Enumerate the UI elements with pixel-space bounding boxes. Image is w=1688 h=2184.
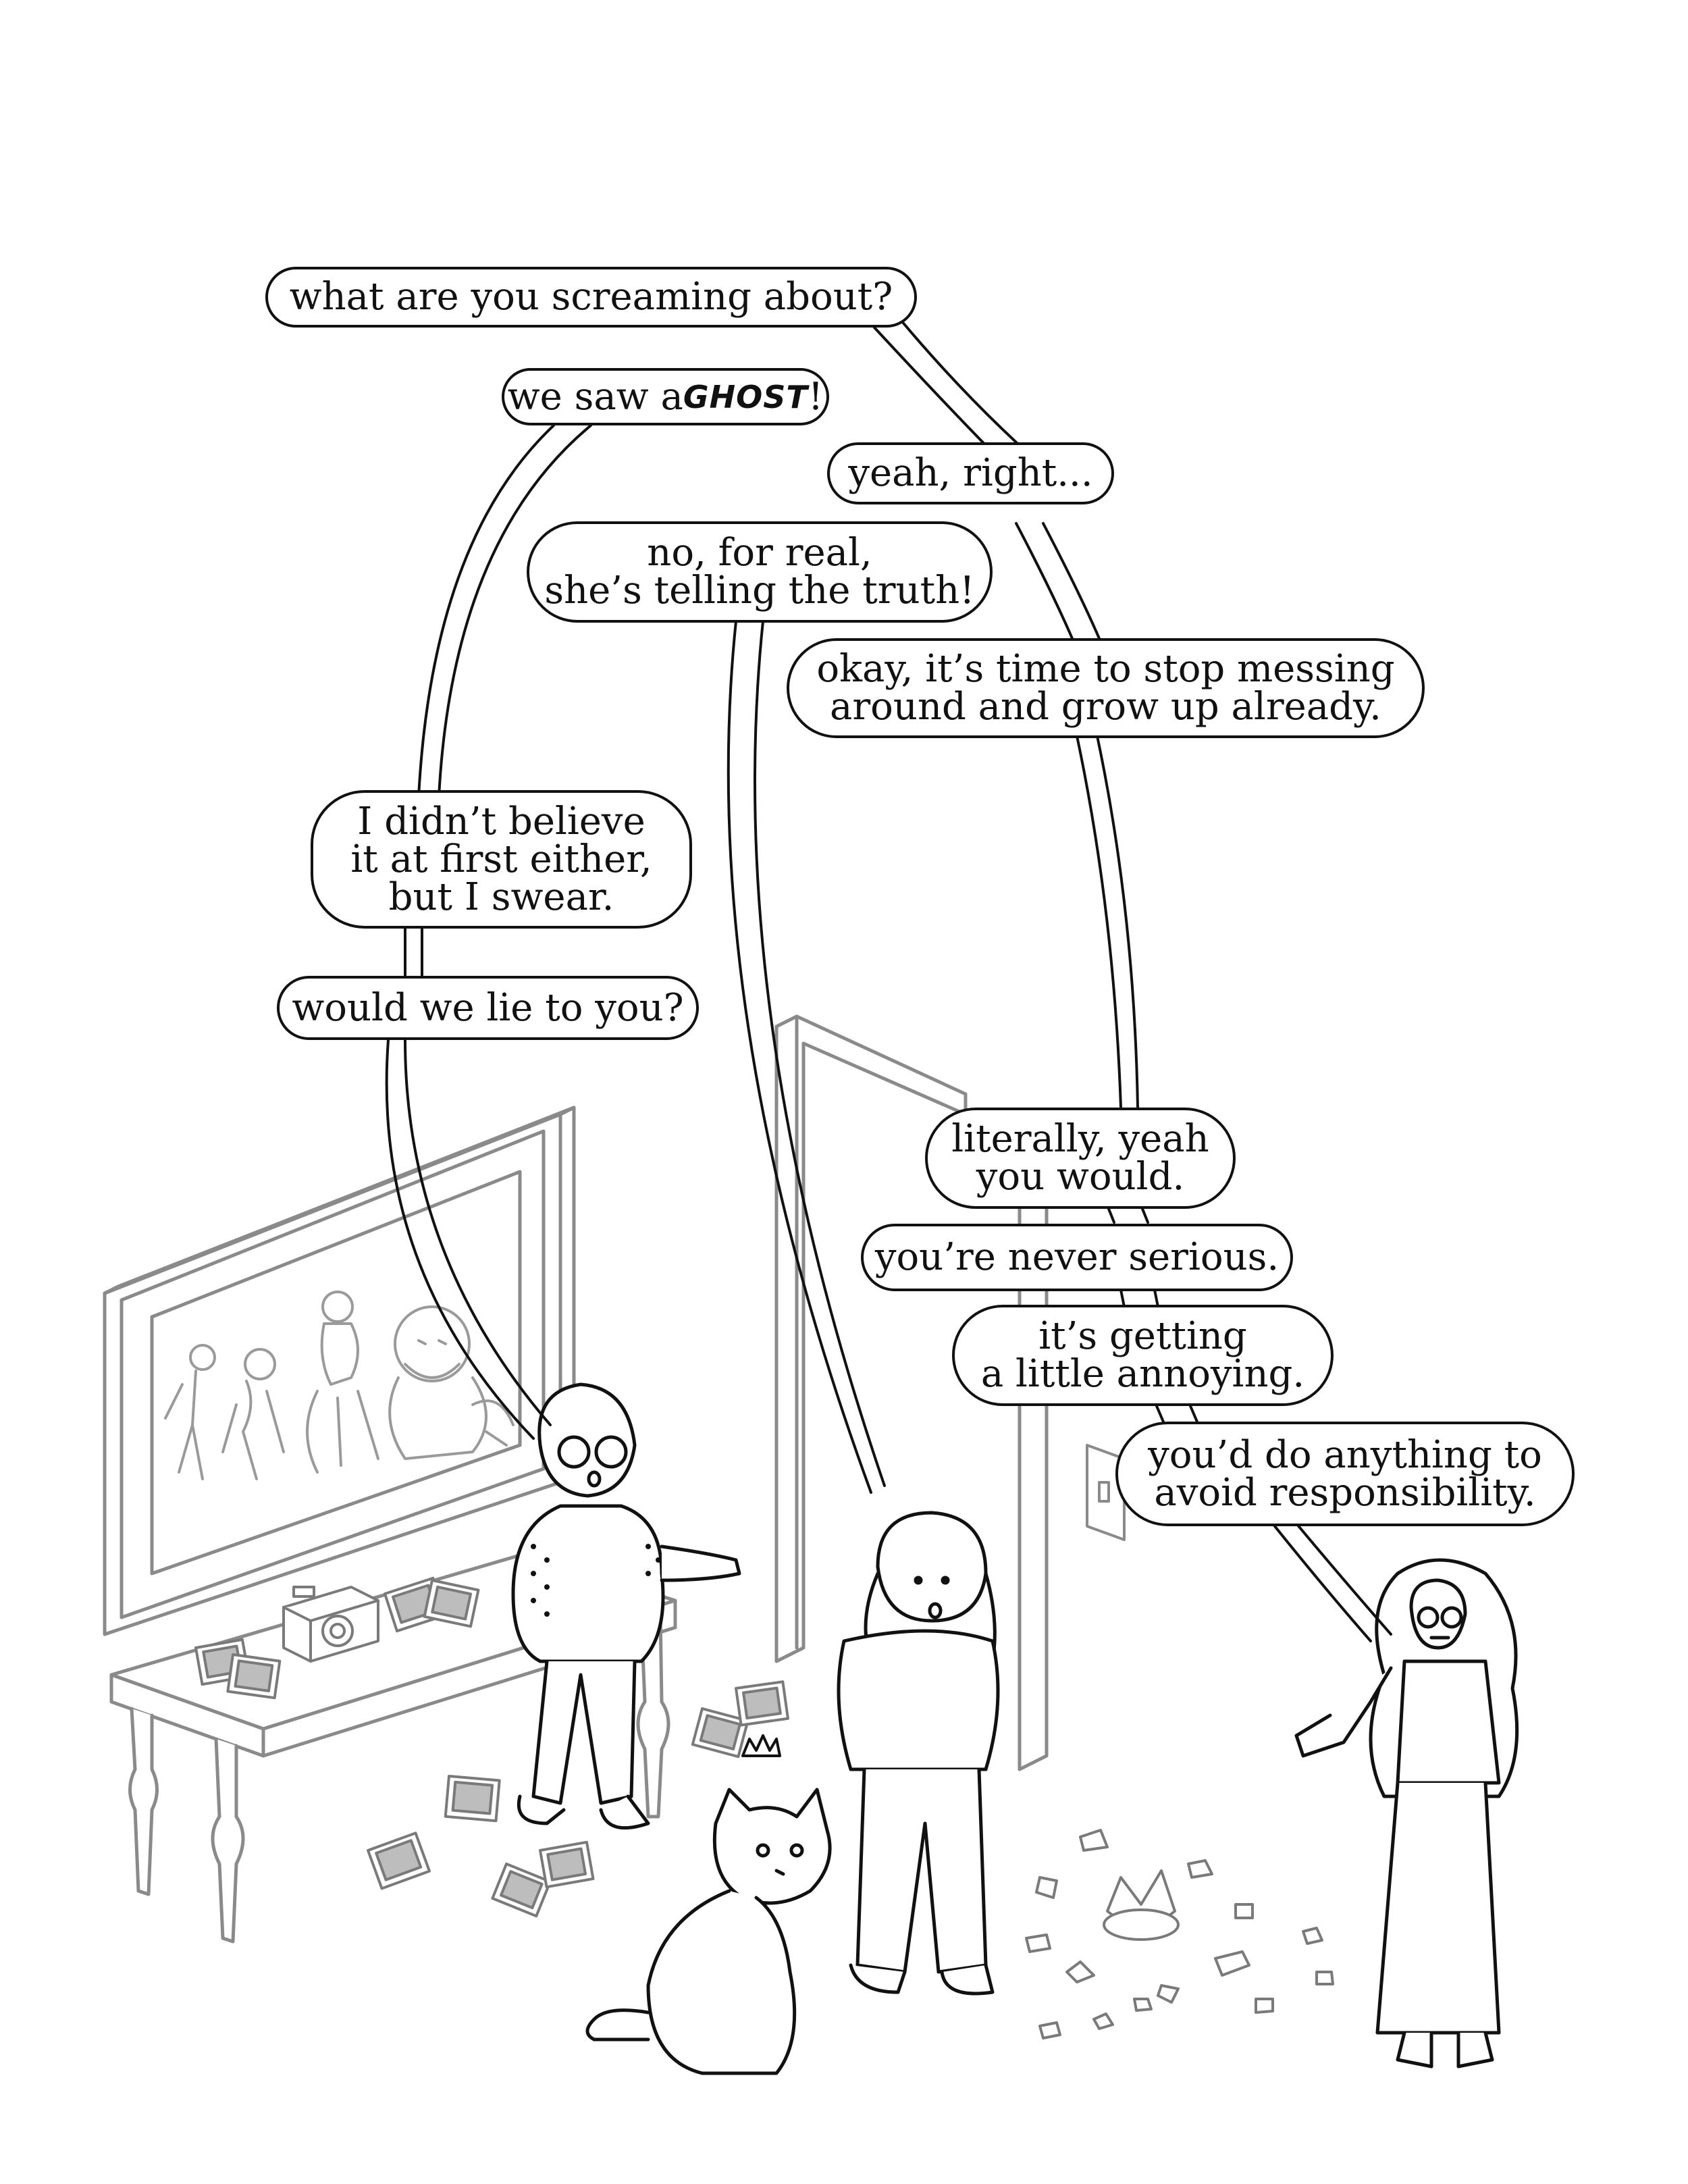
crown-icon: [741, 1734, 781, 1757]
bubble-text: you’d do anything to: [1148, 1432, 1542, 1477]
bubble-text: literally, yeah: [951, 1117, 1209, 1161]
bubble-text: around and grow up already.: [830, 685, 1381, 729]
bubble-text: a little annoying.: [980, 1352, 1305, 1396]
bubble-text: avoid responsibility.: [1154, 1470, 1536, 1515]
speech-bubble: it’s getting a little annoying.: [952, 1305, 1334, 1406]
bubble-text: I didn’t believe: [357, 799, 645, 843]
framed-painting: [103, 1106, 576, 1636]
character-left: [511, 1382, 741, 1830]
speech-tails: [385, 319, 1392, 1642]
bubble-emphasis: GHOST: [683, 378, 808, 415]
speech-bubble: what are you screaming about?: [265, 267, 917, 328]
speech-bubble: yeah, right...: [827, 442, 1114, 504]
bubble-text: but I swear.: [388, 875, 614, 919]
speech-bubble: okay, it’s time to stop messing around a…: [787, 638, 1425, 738]
speech-bubble: I didn’t believe it at first either, but…: [311, 790, 692, 929]
bubble-text: !: [808, 374, 824, 419]
character-middle: [837, 1511, 1000, 1996]
speech-bubble: you’d do anything to avoid responsibilit…: [1115, 1422, 1575, 1526]
bubble-text: we saw a: [507, 374, 683, 419]
speech-bubble: would we lie to you?: [277, 976, 699, 1040]
character-right: [1294, 1558, 1519, 2069]
bubble-text: yeah, right...: [848, 451, 1093, 495]
light-switch-icon: [1086, 1444, 1126, 1541]
scattered-photos: [194, 1576, 789, 1918]
bubble-text: no, for real,: [647, 531, 872, 575]
cat: [585, 1788, 832, 2075]
bubble-text: it at first either,: [350, 837, 652, 881]
speech-bubble: literally, yeah you would.: [925, 1108, 1236, 1209]
speech-bubble: you’re never serious.: [861, 1224, 1293, 1291]
broken-crown-shards: [1025, 1829, 1334, 2039]
bubble-text: okay, it’s time to stop messing: [816, 647, 1395, 691]
speech-bubble: no, for real, she’s telling the truth!: [527, 521, 993, 623]
bubble-text: she’s telling the truth!: [544, 569, 975, 613]
speech-bubble: we saw a GHOST!: [502, 368, 829, 425]
bubble-text: would we lie to you?: [292, 985, 684, 1030]
bubble-text: what are you screaming about?: [289, 275, 893, 319]
bubble-text: it’s getting: [1038, 1314, 1247, 1358]
bubble-text: you would.: [976, 1155, 1185, 1199]
bubble-text: you’re never serious.: [874, 1235, 1280, 1279]
instant-camera-icon: [282, 1586, 379, 1663]
